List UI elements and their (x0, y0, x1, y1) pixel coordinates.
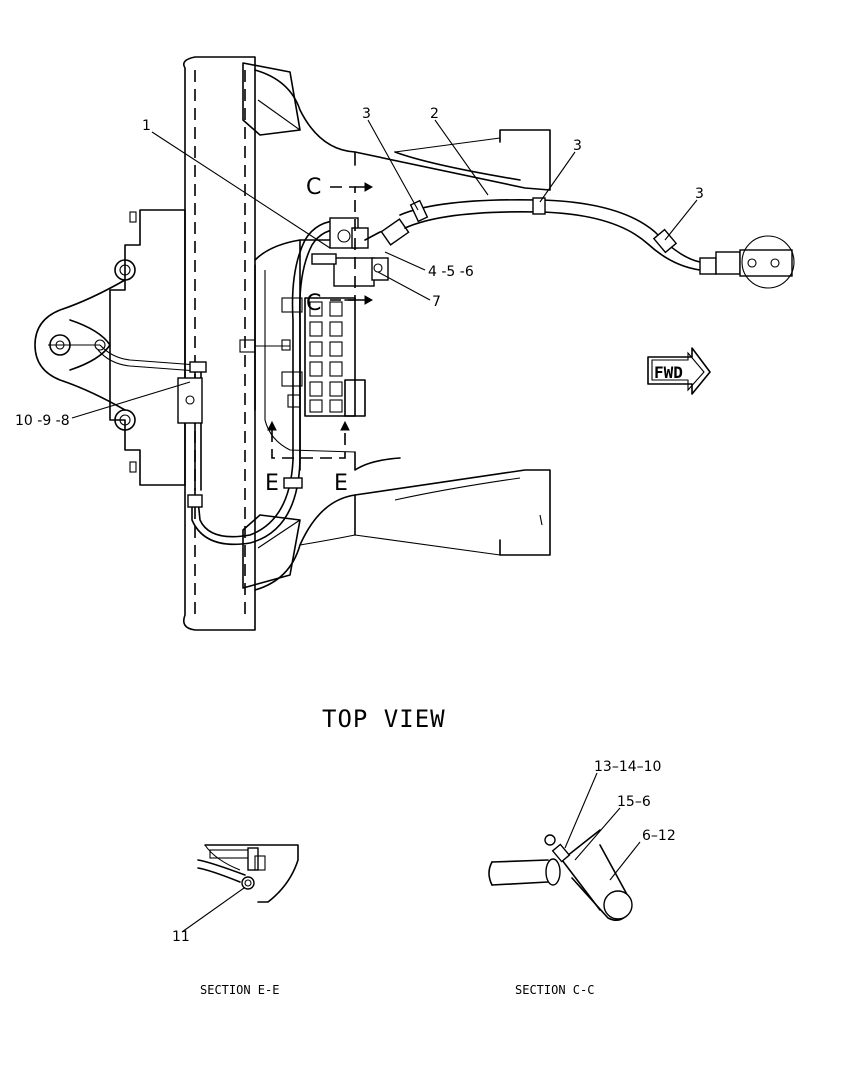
callout-1: 1 (142, 118, 151, 134)
leader-lines (71, 119, 698, 419)
section-cut-markers (267, 182, 374, 459)
section-marker-c-bottom: C (306, 291, 321, 316)
section-c-c-title: SECTION C-C (515, 983, 594, 997)
view-title: TOP VIEW (322, 705, 446, 733)
callout-7: 7 (432, 294, 441, 310)
callout-13-14-10: 13–14–10 (594, 759, 661, 775)
section-marker-e-left: E (265, 471, 279, 496)
callout-4-5-6: 4 -5 -6 (428, 264, 474, 280)
callout-2: 2 (430, 106, 439, 122)
callout-3-right: 3 (695, 186, 704, 202)
top-view: FWD 1 2 3 3 3 4 -5 -6 7 10 -9 -8 C C E E (15, 56, 795, 631)
forward-direction-arrow: FWD (647, 347, 711, 395)
fitting-block (311, 217, 410, 287)
fwd-label: FWD (654, 363, 683, 382)
frame-flanges (242, 62, 301, 589)
axle-housing (254, 69, 551, 591)
callout-15-6: 15–6 (617, 794, 651, 810)
callout-3-middle: 3 (573, 138, 582, 154)
section-marker-e-right: E (334, 471, 348, 496)
section-c-c-view: 13–14–10 15–6 6–12 SECTION C-C (488, 759, 676, 997)
hitch-bracket (34, 209, 186, 486)
section-marker-c-top: C (306, 175, 321, 200)
callout-11: 11 (172, 929, 190, 945)
hydraulic-hose-1 (97, 219, 356, 546)
callout-10-9-8: 10 -9 -8 (15, 413, 70, 429)
section-e-e-title: SECTION E-E (200, 983, 279, 997)
valve-stack (239, 297, 366, 417)
callout-3-left: 3 (362, 106, 371, 122)
section-e-e-view: 11 SECTION E-E (172, 844, 299, 997)
callout-6-12: 6–12 (642, 828, 676, 844)
hydraulic-hose-2 (399, 197, 795, 289)
